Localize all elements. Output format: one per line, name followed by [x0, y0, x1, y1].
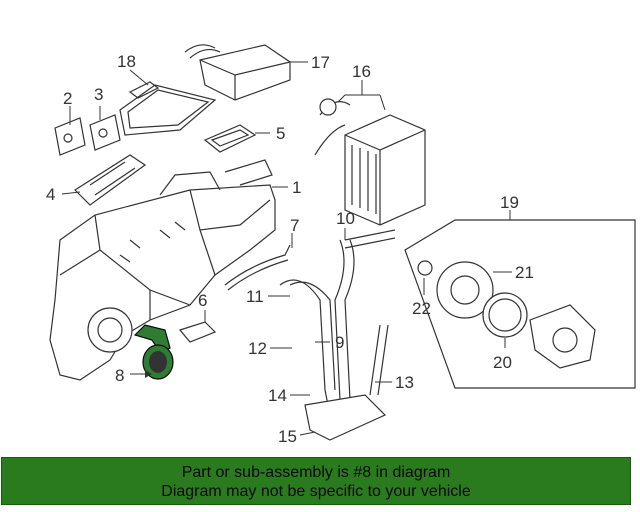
callout-22: 22: [412, 299, 431, 318]
highlighted-part-8: [133, 324, 174, 380]
callout-labels: 1 2 3 4 5 6 7 8 9 10 11 12 13 14 15 16 1…: [46, 52, 534, 446]
callout-10: 10: [336, 209, 355, 228]
evaporator-part-16: [314, 98, 426, 226]
heater-core-part-17: [184, 44, 291, 101]
callout-2: 2: [63, 89, 72, 108]
blower-group-part-19: [404, 219, 636, 389]
callout-11: 11: [246, 287, 264, 306]
callout-7: 7: [290, 216, 299, 235]
parts-diagram: 1 2 3 4 5 6 7 8 9 10 11 12 13 14 15 16 1…: [46, 44, 636, 446]
callout-3: 3: [94, 85, 103, 104]
callout-5: 5: [276, 124, 285, 143]
banner-line-part: Part or sub-assembly is #8 in diagram: [181, 464, 451, 481]
leader-lines: [61, 61, 512, 436]
seal-part-5: [203, 124, 257, 153]
callout-9: 9: [335, 333, 344, 352]
callout-15: 15: [278, 427, 297, 446]
pipe-assembly-parts-9-15: [279, 229, 396, 441]
callout-8: 8: [115, 366, 124, 385]
callout-1: 1: [292, 178, 301, 197]
bracket-part-6: [178, 321, 217, 343]
hvac-case-part: [49, 159, 276, 381]
part-info-banner: Part or sub-assembly is #8 in diagram Di…: [1, 457, 631, 505]
banner-line-disclaimer: Diagram may not be specific to your vehi…: [161, 483, 471, 500]
callout-17: 17: [311, 53, 330, 72]
callout-19: 19: [500, 193, 519, 212]
callout-18: 18: [117, 52, 136, 71]
callout-4: 4: [46, 185, 55, 204]
callout-21: 21: [515, 263, 534, 282]
callout-16: 16: [352, 62, 371, 81]
callout-13: 13: [395, 373, 414, 392]
hose-part-7: [224, 244, 291, 291]
bracket-parts-2-3: [54, 114, 121, 156]
callout-6: 6: [198, 291, 207, 310]
callout-12: 12: [248, 339, 267, 358]
filter-part-18: [119, 81, 217, 136]
actuator-part-4: [74, 154, 147, 206]
callout-20: 20: [493, 353, 512, 372]
callout-14: 14: [268, 386, 287, 405]
